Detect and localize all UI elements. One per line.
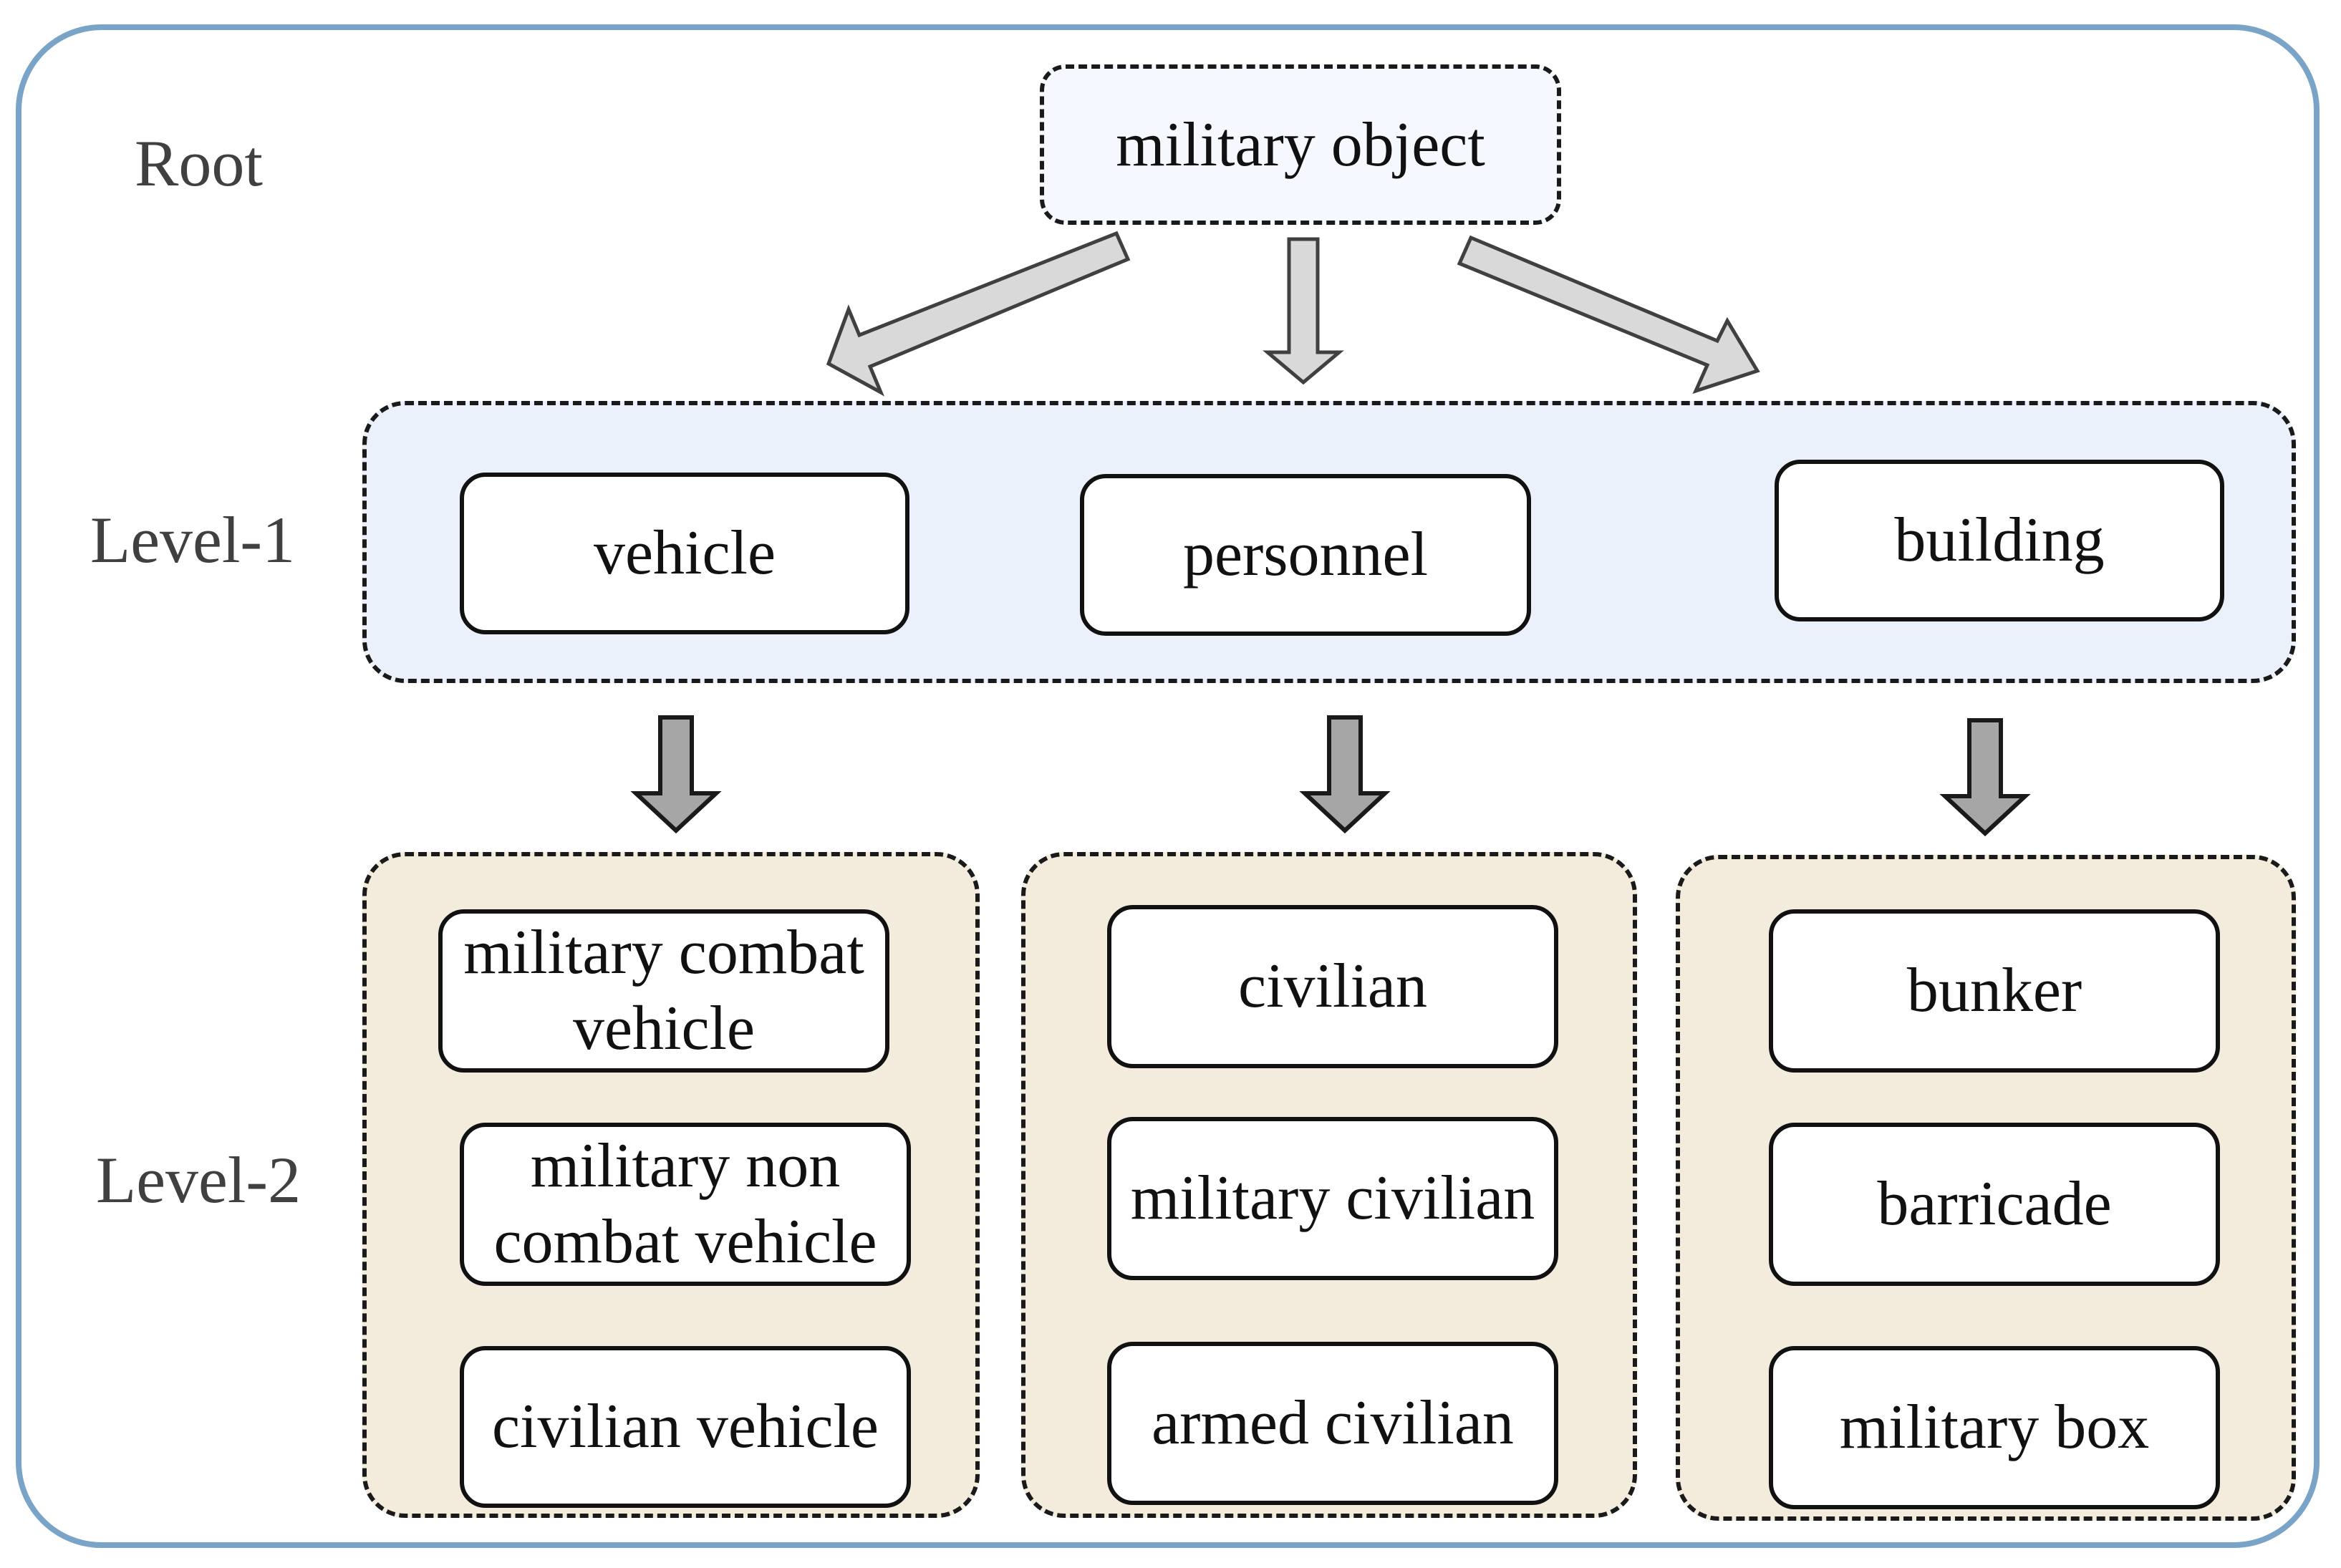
node-building: building — [1775, 460, 2224, 621]
node-civilian-vehicle: civilian vehicle — [460, 1346, 911, 1508]
node-vehicle: vehicle — [460, 473, 909, 634]
root-node-label: military object — [1116, 110, 1485, 180]
node-military-non-combat-vehicle: military non combat vehicle — [460, 1123, 911, 1286]
node-barricade: barricade — [1769, 1123, 2220, 1286]
level-label-1: Level-1 — [90, 503, 296, 576]
node-military-box: military box — [1769, 1346, 2220, 1509]
node-armed-civilian: armed civilian — [1107, 1342, 1558, 1505]
root-node: military object — [1040, 64, 1561, 225]
level-label-root: Root — [135, 127, 263, 200]
level-label-2: Level-2 — [96, 1143, 301, 1216]
node-bunker: bunker — [1769, 909, 2220, 1073]
node-civilian: civilian — [1107, 905, 1558, 1068]
node-military-civilian: military civilian — [1107, 1117, 1558, 1280]
node-military-combat-vehicle: military combat vehicle — [438, 909, 889, 1073]
node-personnel: personnel — [1080, 474, 1531, 636]
